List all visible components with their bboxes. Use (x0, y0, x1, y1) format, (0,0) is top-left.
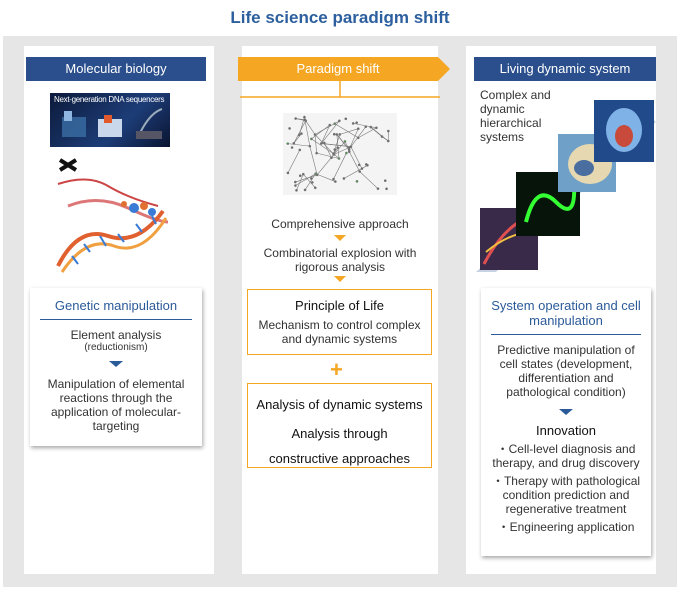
page-title: Life science paradigm shift (230, 8, 450, 27)
living-dynamic-system-header: Living dynamic system (474, 57, 656, 81)
sequencer-machines-icon (62, 108, 163, 139)
hierarchical-systems-image (476, 100, 656, 272)
genetic-manipulation-box: Genetic manipulation Element analysis (r… (30, 288, 202, 446)
innovation-list: ・Cell-level diagnosis and therapy, and d… (487, 442, 645, 534)
divider (40, 319, 192, 320)
paradigm-shift-header: Paradigm shift (238, 57, 450, 81)
comprehensive-approach-text: Comprehensive approach (271, 217, 409, 231)
down-arrow-icon (334, 235, 346, 241)
molecular-biology-header: Molecular biology (26, 57, 206, 81)
dynamic-systems-text: Analysis of dynamic systems (256, 397, 423, 412)
principle-of-life-title: Principle of Life (295, 298, 384, 313)
paradigm-shift-label: Paradigm shift (296, 61, 380, 76)
arrow-banner-icon (238, 57, 450, 81)
genetic-manipulation-title: Genetic manipulation (54, 298, 178, 313)
dna-sequencer-caption: Next-generation DNA sequencers (54, 95, 165, 104)
chromosome-icon (58, 158, 78, 172)
predictive-manipulation-text: Predictive manipulation of cell states (… (497, 343, 635, 399)
manipulation-text: Manipulation of elemental reactions thro… (47, 377, 185, 433)
plus-icon: + (330, 357, 343, 382)
reductionism-text: (reductionism) (84, 342, 148, 353)
system-operation-box: System operation and cell manipulation P… (481, 288, 651, 556)
network-image (283, 113, 397, 195)
element-analysis-text: Element analysis (70, 328, 162, 342)
bracket-line (240, 81, 440, 98)
dna-sequencer-image: Next-generation DNA sequencers (50, 93, 170, 147)
list-item: ・Cell-level diagnosis and therapy, and d… (492, 442, 640, 470)
dna-helix-image (56, 158, 169, 273)
combinatorial-explosion-text: Combinatorial explosion with rigorous an… (263, 246, 417, 274)
analysis-box: Analysis of dynamic systems Analysis thr… (247, 383, 432, 468)
list-item: ・Engineering application (497, 520, 635, 534)
system-operation-title: System operation and cell manipulation (491, 298, 641, 328)
down-arrow-icon (109, 361, 123, 367)
innovation-title: Innovation (536, 423, 596, 438)
hierarchical-systems-caption: Complex and dynamic hierarchical systems (480, 88, 551, 144)
down-arrow-icon (559, 409, 573, 415)
list-item: ・Therapy with pathological condition pre… (491, 474, 641, 516)
divider (491, 334, 641, 335)
down-arrow-icon (334, 276, 346, 282)
constructive-approaches-text: Analysis through constructive approaches (269, 426, 410, 466)
principle-of-life-box: Principle of Life Mechanism to control c… (247, 289, 432, 355)
principle-of-life-text: Mechanism to control complex and dynamic… (258, 318, 421, 346)
